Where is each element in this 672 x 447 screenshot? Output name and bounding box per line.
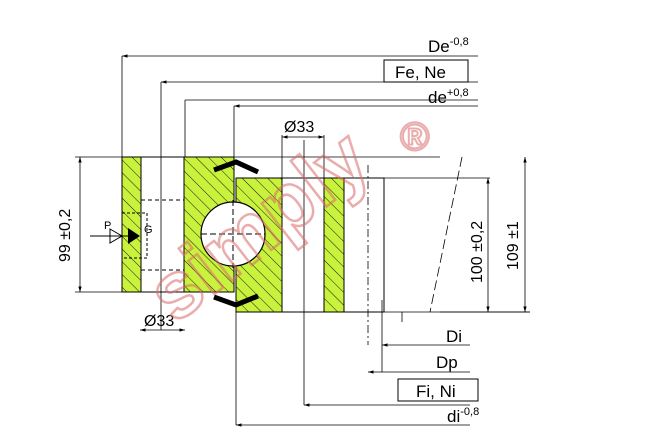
- fe-ne-box: [383, 59, 469, 83]
- di-inner-label: di-0,8: [447, 406, 479, 426]
- extension-lines: [75, 56, 530, 425]
- de-outer-label: De-0,8: [428, 36, 469, 56]
- dia33-bottom-label: Ø33: [144, 313, 174, 330]
- fi-ni-box: [397, 378, 479, 402]
- watermark-registered-mark: ®: [400, 115, 429, 159]
- lubrication-nipple: [90, 212, 148, 259]
- fi-ni-label: Fi, Ni: [416, 382, 456, 401]
- dp-label: Dp: [436, 353, 458, 372]
- height-99-label: 99 ±0,2: [57, 209, 74, 262]
- p-label: P: [104, 220, 111, 232]
- g-label: G: [144, 224, 153, 236]
- height-109-label: 109 ±1: [505, 221, 522, 270]
- fe-ne-label: Fe, Ne: [395, 63, 446, 82]
- rolling-ball: [200, 200, 266, 268]
- de-label: de+0,8: [428, 87, 469, 107]
- seals: [213, 159, 260, 308]
- dia33-top-label: Ø33: [284, 119, 314, 136]
- di-bore-label: Di: [446, 327, 462, 346]
- height-100-label: 100 ±0,2: [469, 221, 486, 283]
